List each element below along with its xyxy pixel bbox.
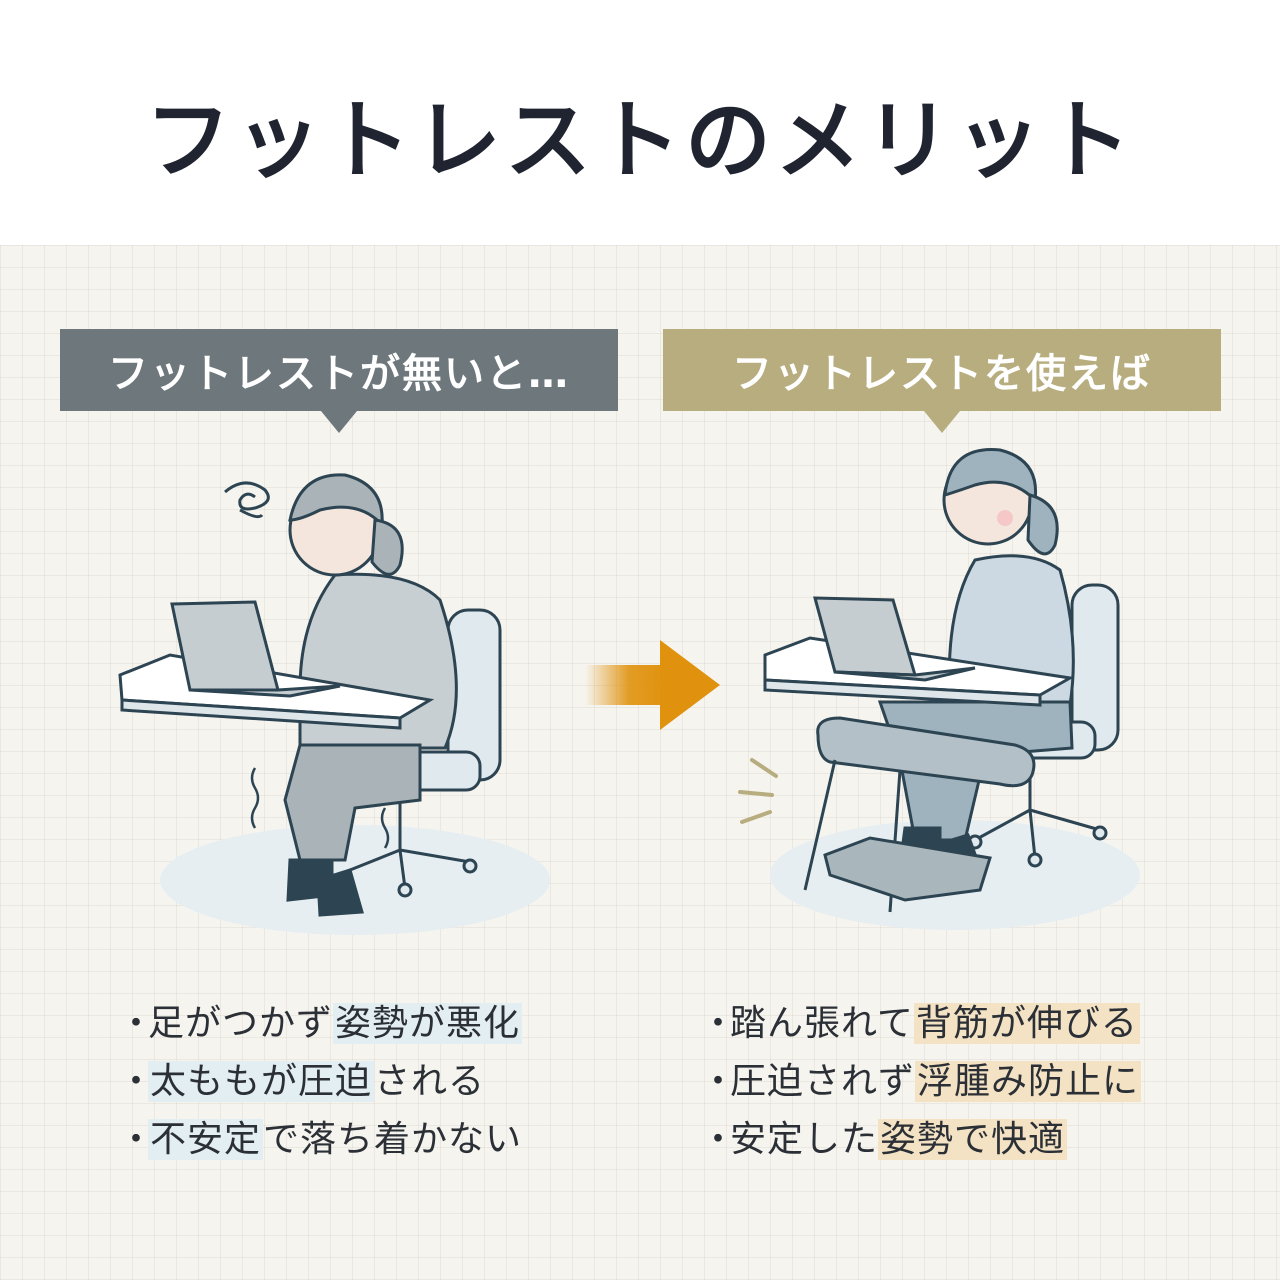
left-laptop <box>170 600 341 698</box>
right-laptop <box>813 596 976 682</box>
bullet: ・ <box>700 1061 738 1102</box>
item-highlight: 不安定 <box>148 1119 264 1160</box>
list-item: ・圧迫されず浮腫み防止に <box>700 1053 1142 1111</box>
item-highlight: 姿勢が悪化 <box>333 1003 523 1044</box>
bullet: ・ <box>118 1119 156 1160</box>
left-benefit-list: ・足がつかず姿勢が悪化 ・太ももが圧迫される ・不安定で落ち着かない <box>118 995 523 1169</box>
item-text: 安定した <box>730 1119 879 1160</box>
left-heading-bubble: フットレストが無いと… <box>60 329 618 433</box>
list-item: ・踏ん張れて背筋が伸びる <box>700 995 1141 1053</box>
list-item: ・太ももが圧迫される <box>118 1053 522 1111</box>
right-scene <box>738 448 1140 930</box>
list-item: ・不安定で落ち着かない <box>118 1111 522 1169</box>
left-scene <box>118 473 550 935</box>
bullet: ・ <box>700 1003 738 1044</box>
item-text: 踏ん張れて <box>730 1003 914 1044</box>
bullet: ・ <box>700 1119 738 1160</box>
bullet: ・ <box>118 1003 156 1044</box>
left-heading: フットレストが無いと… <box>108 351 570 397</box>
motion-lines-icon <box>738 758 778 824</box>
right-heading: フットレストを使えば <box>732 351 1152 397</box>
item-text: 圧迫されず <box>730 1061 916 1102</box>
shake-lines-icon <box>250 767 390 849</box>
page-title: フットレストのメリット <box>145 91 1135 191</box>
comparison-panel <box>0 245 1280 1280</box>
item-highlight: 浮腫み防止に <box>915 1061 1142 1102</box>
item-highlight: 背筋が伸びる <box>913 1003 1140 1044</box>
item-text-after: される <box>374 1061 486 1102</box>
footrest <box>803 716 1036 913</box>
list-item: ・安定した姿勢で快適 <box>700 1111 1141 1169</box>
item-highlight: 姿勢で快適 <box>878 1119 1068 1160</box>
bullet: ・ <box>118 1061 156 1102</box>
item-text-after: で落ち着かない <box>263 1119 523 1160</box>
dizzy-icon <box>224 481 270 519</box>
right-heading-bubble: フットレストを使えば <box>663 329 1221 433</box>
right-benefit-list: ・踏ん張れて背筋が伸びる ・圧迫されず浮腫み防止に ・安定した姿勢で快適 <box>700 995 1142 1169</box>
arrow-right-icon <box>585 640 720 730</box>
item-highlight: 太ももが圧迫 <box>148 1061 375 1102</box>
left-floor-shadow <box>160 825 550 935</box>
item-text: 足がつかず <box>148 1003 334 1044</box>
list-item: ・足がつかず姿勢が悪化 <box>118 995 523 1053</box>
